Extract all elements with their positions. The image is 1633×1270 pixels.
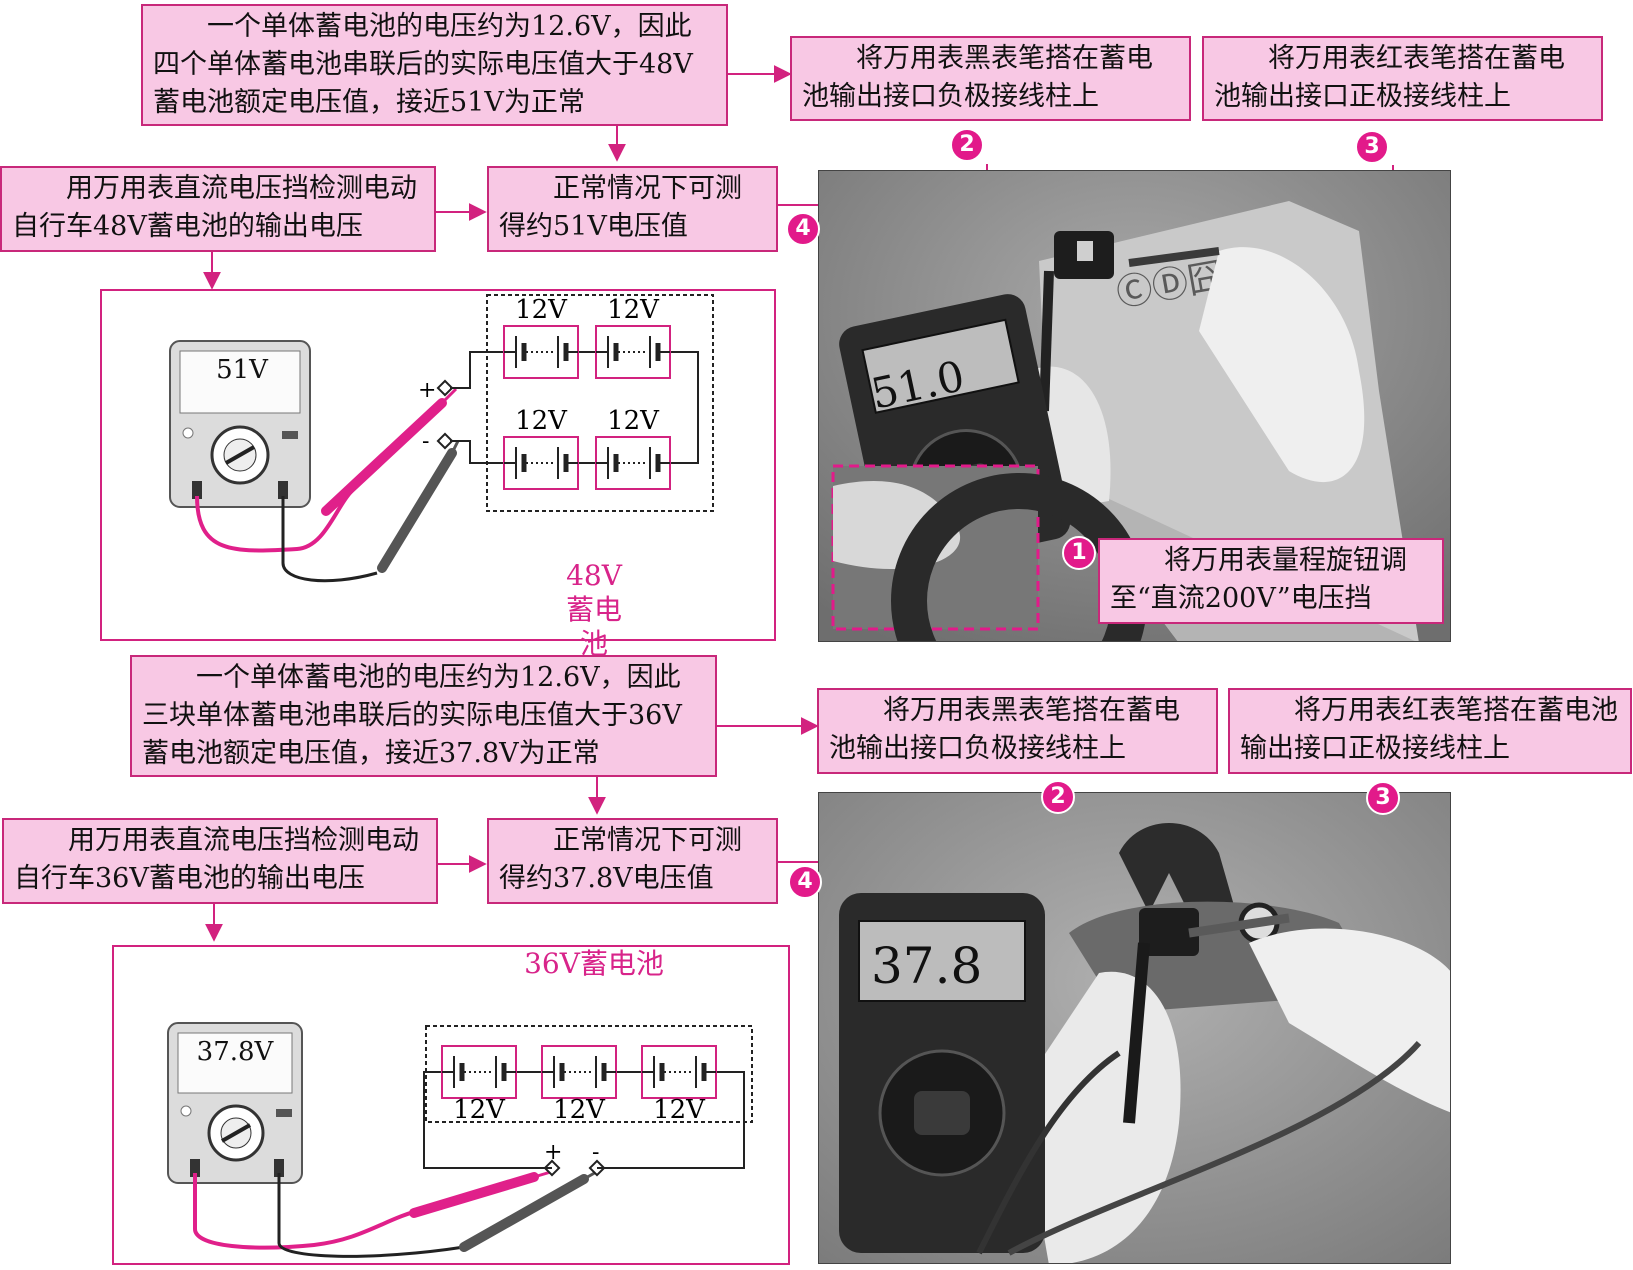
plus-sign: + (418, 378, 436, 403)
cell-label-48v-4: 12V (607, 406, 660, 436)
note-callout-36v: 一个单体蓄电池的电压约为12.6V，因此三块单体蓄电池串联后的实际电压值大于36… (130, 655, 717, 777)
cell-labels-48v: 12V 12V 12V 12V (515, 295, 660, 436)
battery-cell-48v-4 (595, 436, 671, 490)
battery-cell-36v-3 (641, 1045, 717, 1099)
red-probe-callout-36v: 将万用表红表笔搭在蓄电池输出接口正极接线柱上 (1228, 688, 1632, 774)
black-probe-callout-36v: 将万用表黑表笔搭在蓄电池输出接口负极接线柱上 (817, 688, 1218, 774)
battery-cell-48v-1 (503, 325, 579, 379)
cell-label-36v-2: 12V (553, 1095, 606, 1125)
cell-label-48v-2: 12V (607, 295, 660, 325)
photo-display-36v: 37.8 (871, 937, 982, 995)
badge-2-48v: 2 (950, 128, 984, 162)
badge-4-36v: 4 (788, 865, 822, 899)
multimeter-illustration (167, 1022, 303, 1184)
cell-label-48v-1: 12V (515, 295, 568, 325)
cell-label-36v-1: 12V (453, 1095, 506, 1125)
diagram-panel-48v: + - 12V 12V 12V 12V 51V 48V蓄电池 (100, 289, 776, 660)
battery-cells-48v (503, 325, 671, 490)
battery-cell-48v-3 (503, 436, 579, 490)
meter-reading-48v: 51V (216, 355, 268, 385)
cell-label-36v-3: 12V (653, 1095, 706, 1125)
diagram-panel-36v: + - 12V 12V 12V 37.8V 36V蓄电池 (112, 945, 790, 1265)
red-probe-callout-48v: 将万用表红表笔搭在蓄电池输出接口正极接线柱上 (1202, 36, 1603, 121)
battery-label-48v: 48V蓄电池 (565, 559, 622, 660)
photo-36v-measurement: 37.8 (818, 792, 1451, 1264)
battery-cell-48v-2 (595, 325, 671, 379)
cell-labels-36v: 12V 12V 12V (453, 1095, 706, 1125)
cell-label-48v-3: 12V (515, 406, 568, 436)
battery-label-36v: 36V蓄电池 (524, 947, 664, 980)
minus-sign: - (592, 1140, 599, 1165)
black-probe-callout-48v: 将万用表黑表笔搭在蓄电池输出接口负极接线柱上 (790, 36, 1191, 121)
multimeter-illustration (169, 340, 311, 508)
badge-2-36v: 2 (1041, 780, 1075, 814)
badge-4-48v: 4 (786, 212, 820, 246)
main-callout-36v: 用万用表直流电压挡检测电动自行车36V蓄电池的输出电压 (2, 818, 438, 904)
plus-sign: + (544, 1140, 562, 1165)
battery-cell-36v-1 (441, 1045, 517, 1099)
badge-3-36v: 3 (1366, 781, 1400, 815)
battery-cells-36v (441, 1045, 717, 1099)
badge-3-48v: 3 (1355, 130, 1389, 164)
main-callout-48v: 用万用表直流电压挡检测电动自行车48V蓄电池的输出电压 (0, 166, 436, 252)
minus-sign: - (422, 429, 429, 454)
range-callout-48v: 将万用表量程旋钮调至“直流200V”电压挡 (1098, 538, 1444, 624)
circuit-diagram-36v: + - 12V 12V 12V (167, 1022, 753, 1258)
normal-callout-36v: 正常情况下可测得约37.8V电压值 (487, 818, 778, 904)
battery-cell-36v-2 (541, 1045, 617, 1099)
meter-reading-36v: 37.8V (196, 1037, 274, 1067)
badge-1-48v: 1 (1062, 536, 1096, 570)
circuit-diagram-48v: + - 12V 12V 12V 12V (169, 294, 714, 583)
normal-callout-48v: 正常情况下可测得约51V电压值 (487, 166, 778, 252)
note-callout-48v: 一个单体蓄电池的电压约为12.6V，因此四个单体蓄电池串联后的实际电压值大于48… (141, 4, 728, 126)
